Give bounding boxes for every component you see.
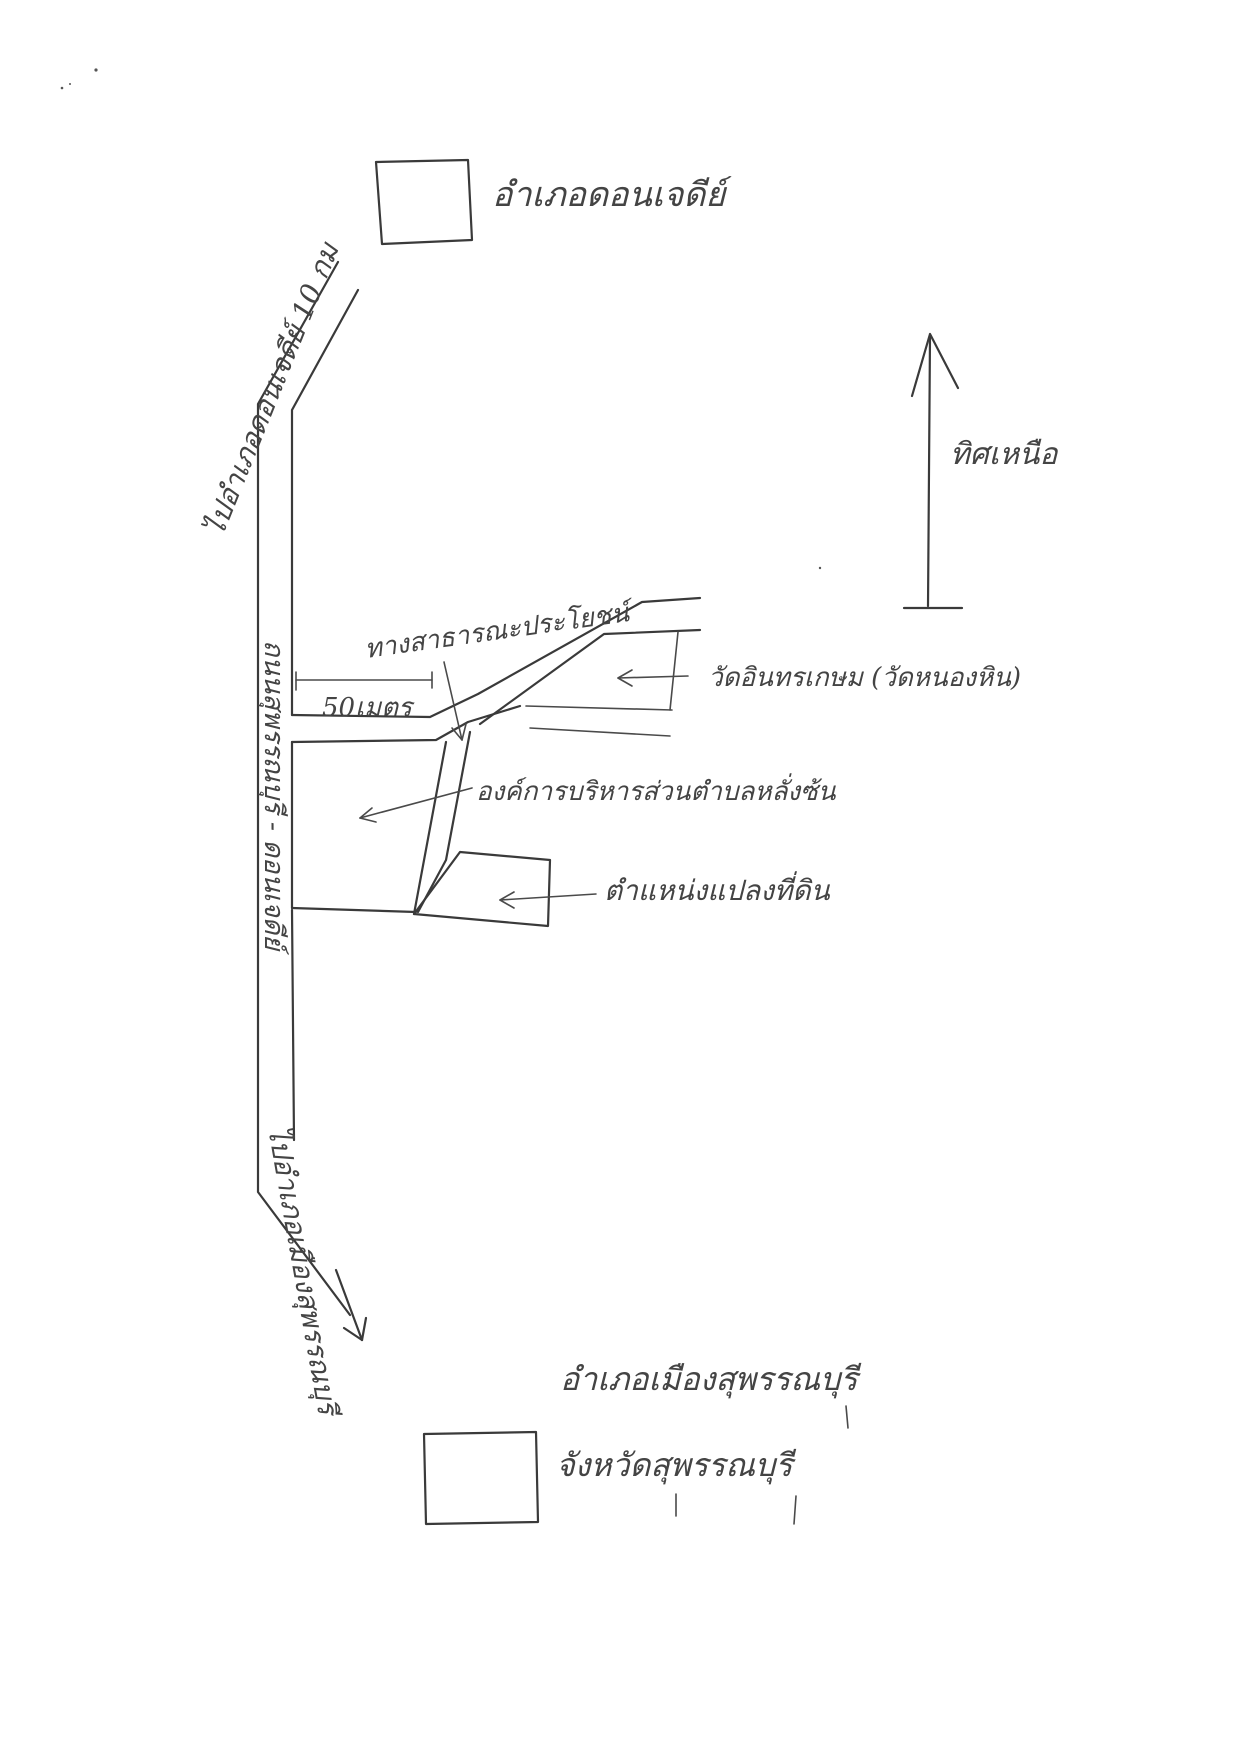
side-road [290, 596, 702, 744]
north-label: ทิศเหนือ [950, 437, 1059, 472]
lane-to-plot [290, 730, 472, 916]
bottom-province-label: จังหวัดสุพรรณบุรี [556, 1446, 796, 1485]
tao-office-label: องค์การบริหารส่วนตำบลหลั่งซ้น [476, 773, 837, 807]
direction-arrow-icon [334, 1268, 368, 1342]
bottom-route-label: ไปอำเภอเมืองสุพรรณบุรี [260, 1123, 345, 1421]
land-plot-shape [412, 850, 552, 928]
stray-marks [60, 68, 822, 570]
land-plot-arrow-icon [499, 891, 597, 909]
north-arrow-icon [902, 332, 964, 610]
distance-label: 50เมตร [322, 693, 415, 723]
top-district-box [374, 158, 474, 246]
bottom-district-label: อำเภอเมืองสุพรรณบุรี [560, 1360, 862, 1399]
underline-marks [675, 1405, 849, 1525]
main-road-label: ถนนสุพรรณบุรี - ดอนเจดีย์ [257, 640, 289, 956]
distance-marker [295, 671, 433, 691]
land-plot-label: ตำแหน่งแปลงที่ดิน [604, 871, 831, 907]
temple-arrow-icon [617, 669, 689, 687]
temple-label: วัดอินทรเกษม (วัดหนองหิน) [708, 663, 1021, 693]
main-road [256, 260, 360, 1317]
public-way-arrow-icon [443, 661, 467, 741]
bottom-district-box [422, 1430, 540, 1526]
tao-arrow-icon [359, 787, 473, 823]
top-district-label: อำเภอดอนเจดีย์ [492, 175, 732, 215]
public-way-label: ทางสาธารณะประโยชน์ [363, 596, 636, 665]
top-route-label: ไปอำเภอดอนเจดีย์ 10 กม [198, 237, 346, 541]
